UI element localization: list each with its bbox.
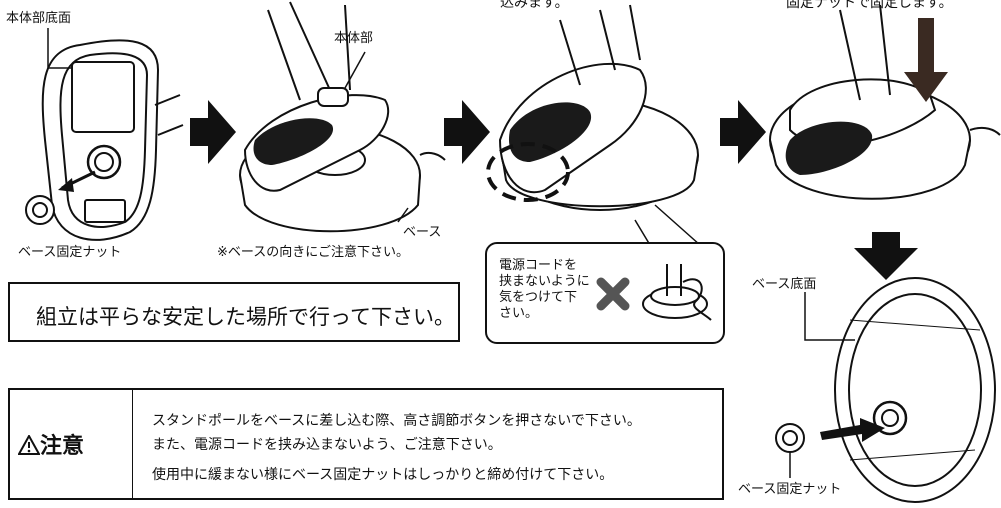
label-base-direction-note: ※ベースの向きにご注意下さい。 xyxy=(217,245,409,260)
cord-caution-callout: 電源コードを 挟まないように 気をつけて下 さい。 xyxy=(485,242,725,344)
caution-box: 注意 スタンドポールをベースに差し込む際、高さ調節ボタンを押さないで下さい。 ま… xyxy=(8,388,724,500)
callout-line: 挟まないように xyxy=(499,274,590,289)
control-panel-2 xyxy=(508,102,592,162)
warning-triangle-icon xyxy=(17,433,41,455)
caution-line-1: スタンドポールをベースに差し込む際、高さ調節ボタンを押さないで下さい。 xyxy=(152,413,641,429)
step-arrow-1 xyxy=(190,100,236,164)
step-arrow-2 xyxy=(444,100,490,164)
step-arrow-down xyxy=(854,232,918,280)
control-panel-3 xyxy=(785,121,873,175)
assemble-notice-text: 組立は平らな安定した場所で行って下さい。 xyxy=(36,305,455,329)
prohibited-x-icon xyxy=(596,277,630,311)
label-body-bottom: 本体部底面 xyxy=(6,11,72,26)
body-inserted-illustration xyxy=(498,4,699,211)
caution-divider xyxy=(132,390,133,498)
caution-title: 注意 xyxy=(40,434,85,459)
caution-dashed-circle xyxy=(486,142,570,202)
down-arrow-fix xyxy=(904,18,948,102)
pinched-cord-illustration xyxy=(596,264,712,321)
callout-line: 電源コードを xyxy=(499,258,578,273)
label-body: 本体部 xyxy=(334,31,374,46)
callout-line: 気をつけて下 xyxy=(499,290,578,305)
body-bottom-illustration xyxy=(41,39,184,241)
label-base-nut-2: ベース固定ナット xyxy=(738,482,842,497)
callout-text: 電源コードを 挟まないように 気をつけて下 さい。 xyxy=(499,258,594,322)
step-text-cut-right: 固定ナットで固定します。 xyxy=(786,0,953,11)
base-nut-illustration-2 xyxy=(775,423,805,453)
label-base-bottom: ベース底面 xyxy=(752,277,817,292)
caution-heading: 注意 xyxy=(17,428,85,460)
label-base: ベース xyxy=(403,225,442,240)
step-text-cut-left: 込みます。 xyxy=(500,0,569,11)
base-nut-illustration xyxy=(25,195,55,225)
insert-nut-arrow xyxy=(820,418,885,442)
assemble-notice-box: 組立は平らな安定した場所で行って下さい。 xyxy=(8,282,460,342)
caution-line-3: 使用中に緩まない様にベース固定ナットはしっかりと締め付けて下さい。 xyxy=(152,467,614,483)
caution-line-2: また、電源コードを挟み込まないよう、ご注意下さい。 xyxy=(152,437,502,453)
step-arrow-3 xyxy=(720,100,766,164)
label-base-nut: ベース固定ナット xyxy=(18,245,122,260)
control-panel-1 xyxy=(253,118,334,165)
callout-line: さい。 xyxy=(499,306,539,321)
base-bottom-illustration xyxy=(834,277,996,503)
